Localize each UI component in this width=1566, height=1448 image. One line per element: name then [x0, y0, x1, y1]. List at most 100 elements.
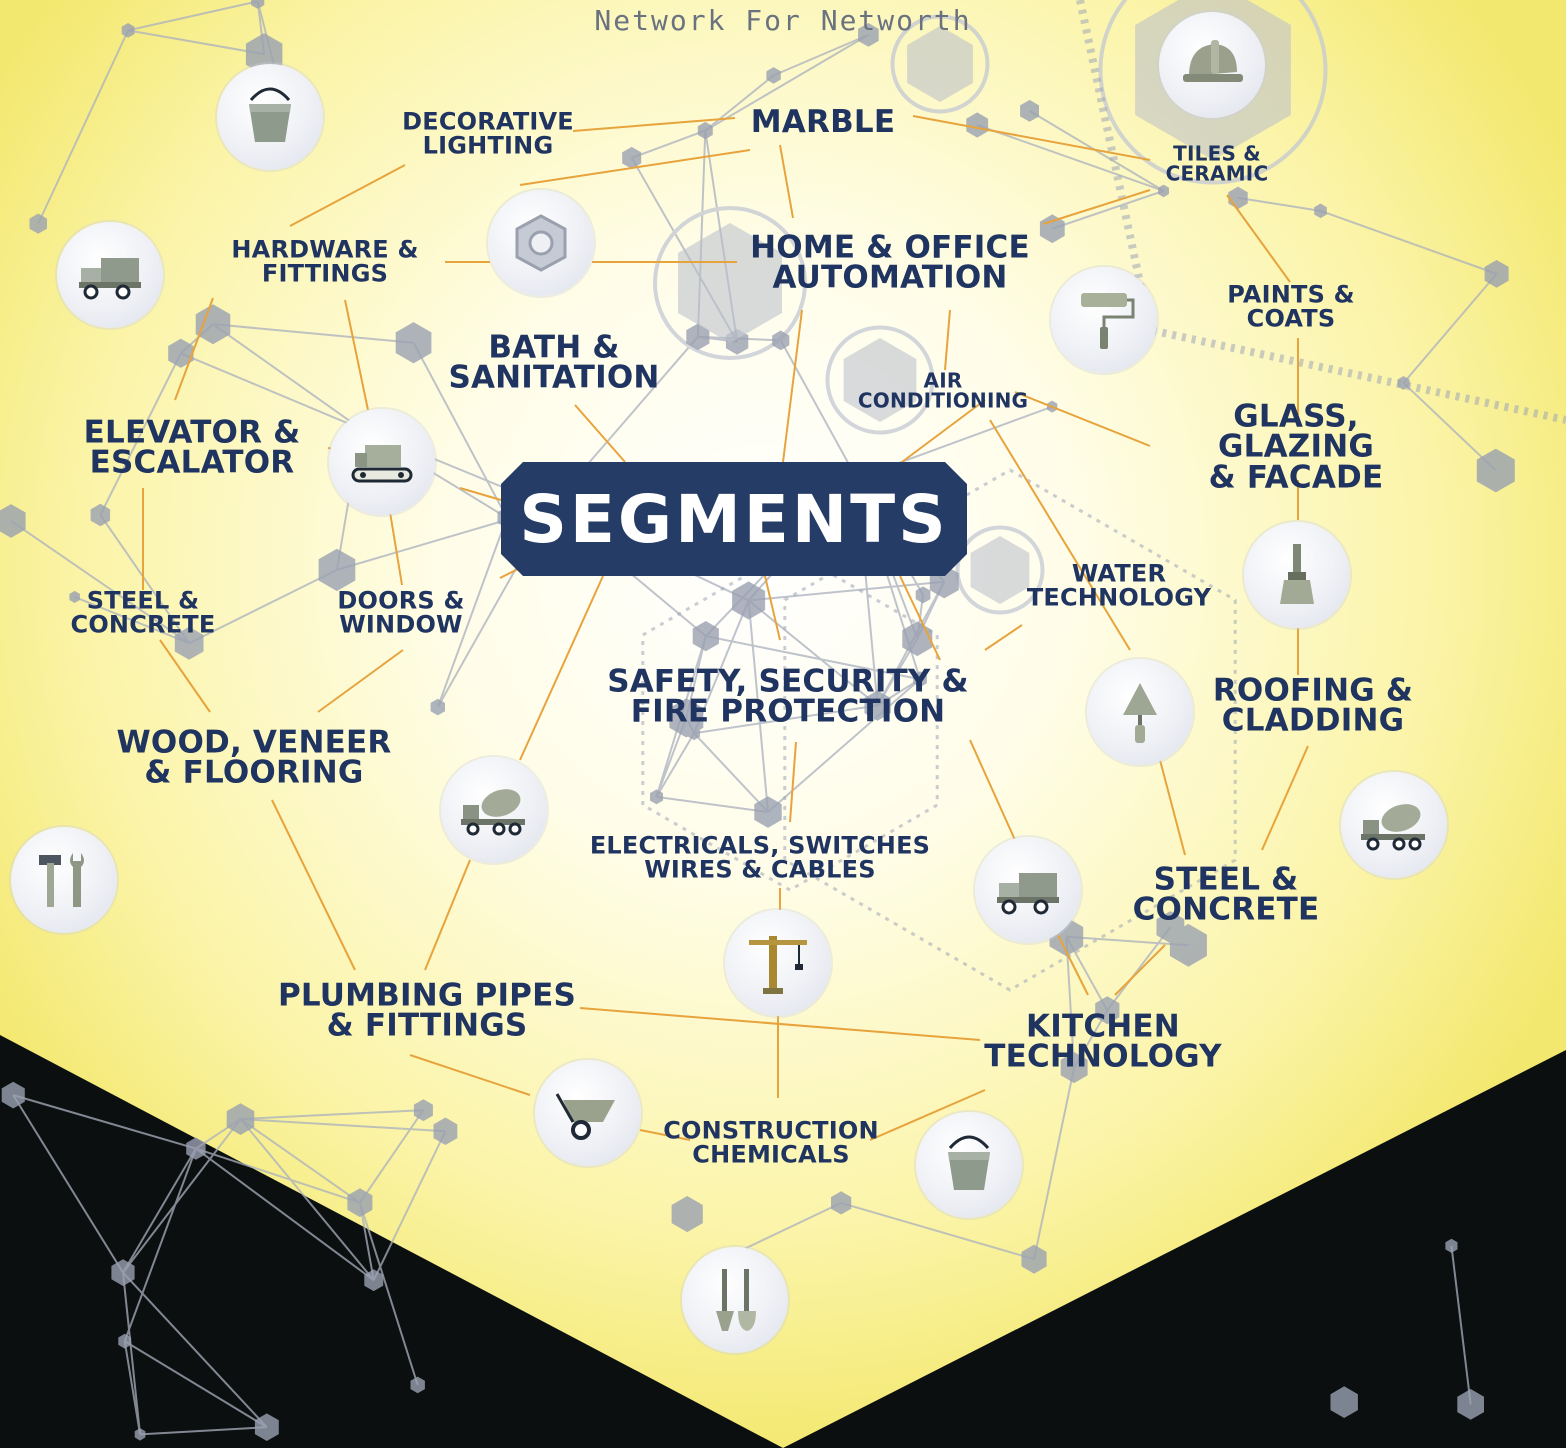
network-hub [678, 223, 782, 343]
segment-electricals-switches: ELECTRICALS, SWITCHES WIRES & CABLES [589, 831, 931, 883]
network-link [359, 1109, 425, 1204]
connector-line [424, 859, 471, 971]
segments-center-box: SEGMENTS [501, 462, 967, 576]
network-hub-ring [955, 525, 1045, 615]
network-node [134, 1428, 146, 1441]
connector-line [1226, 194, 1291, 283]
network-link [99, 352, 182, 516]
network-node [732, 581, 766, 620]
network-node [1445, 1238, 1458, 1253]
network-link [840, 1201, 1035, 1261]
network-link [358, 1202, 419, 1386]
network-link [124, 1340, 268, 1429]
network-link [1051, 189, 1164, 230]
segment-hardware-fittings: HARDWARE & FITTINGS [231, 235, 419, 287]
network-node [254, 1413, 279, 1441]
network-hub [970, 536, 1030, 604]
network-node [29, 213, 47, 234]
network-hub-ring [890, 14, 990, 114]
network-link [412, 342, 508, 519]
connector-line [289, 164, 406, 227]
network-link [122, 1118, 242, 1274]
network-link [1450, 1245, 1472, 1405]
connector-line [901, 399, 986, 463]
tower-crane-icon [725, 910, 831, 1016]
network-link [656, 795, 769, 814]
network-link [1106, 926, 1172, 1011]
connector-line [1042, 189, 1151, 225]
network-hub-ring [1098, 0, 1328, 185]
network-link [240, 1109, 424, 1121]
network-node [1397, 376, 1410, 390]
network-link [127, 29, 265, 56]
paint-brush-icon [1244, 522, 1350, 628]
connector-line [639, 1129, 691, 1141]
concrete-mixer-truck-icon [441, 757, 547, 863]
connector-line [344, 299, 369, 411]
network-link [122, 1272, 142, 1435]
network-link [1237, 196, 1321, 212]
network-link [99, 514, 190, 644]
network-link [704, 74, 775, 132]
network-link [122, 1148, 197, 1274]
network-link [372, 1130, 447, 1281]
network-link [123, 1148, 197, 1342]
tagline: Network For Networth [594, 4, 972, 37]
network-link [1065, 936, 1076, 1068]
segment-safety-security-fire: SAFETY, SECURITY & FIRE PROTECTION [607, 663, 969, 730]
connector-line [174, 297, 214, 401]
network-link [747, 599, 879, 707]
segment-marble: MARBLE [750, 103, 896, 140]
network-link [127, 0, 258, 32]
network-node [186, 1137, 206, 1160]
concrete-mixer-truck-icon [1341, 772, 1447, 878]
segment-glass-glazing-facade: GLASS, GLAZING & FACADE [1208, 398, 1384, 496]
segment-doors-window: DOORS & WINDOW [337, 586, 465, 638]
network-link [122, 1271, 268, 1428]
network-link [1402, 273, 1498, 384]
connector-line [574, 404, 626, 463]
network-link [655, 732, 695, 798]
network-node [671, 1196, 703, 1233]
connector-line [1159, 759, 1186, 856]
connector-line [1057, 934, 1089, 996]
network-hub-ring [825, 325, 935, 435]
network-node [858, 23, 879, 47]
segment-home-office-automation: HOME & OFFICE AUTOMATION [750, 229, 1030, 296]
connector-line [459, 487, 502, 501]
network-node [251, 0, 265, 9]
network-node [90, 503, 111, 527]
connector-line [409, 1054, 531, 1096]
network-link [1402, 382, 1497, 472]
connector-line [989, 419, 1131, 651]
network-link [1320, 209, 1497, 275]
segments-title: SEGMENTS [519, 480, 949, 558]
network-link [693, 732, 769, 813]
network-node [697, 121, 713, 140]
network-link [239, 1118, 375, 1281]
segment-steel-concrete-left: STEEL & CONCRETE [70, 586, 216, 638]
network-link [436, 517, 508, 708]
paint-roller-icon [1051, 267, 1157, 373]
network-node [1020, 99, 1039, 122]
network-node [226, 1103, 255, 1135]
network-node [669, 698, 704, 738]
network-link [139, 1426, 267, 1436]
connector-line [869, 1089, 986, 1141]
network-link [747, 600, 769, 813]
network-link [195, 1147, 361, 1204]
network-link [188, 568, 338, 645]
network-node [69, 590, 80, 603]
network-node [1039, 214, 1065, 244]
connector-line [159, 639, 211, 713]
network-link [1033, 1067, 1076, 1260]
network-node [686, 323, 710, 351]
network-node [831, 1191, 852, 1215]
connector-line [779, 144, 794, 219]
network-node [966, 112, 989, 138]
network-link [123, 1341, 142, 1435]
connector-line [944, 309, 951, 371]
network-node [1060, 1052, 1088, 1084]
segment-construction-chemicals: CONSTRUCTION CHEMICALS [663, 1116, 879, 1168]
